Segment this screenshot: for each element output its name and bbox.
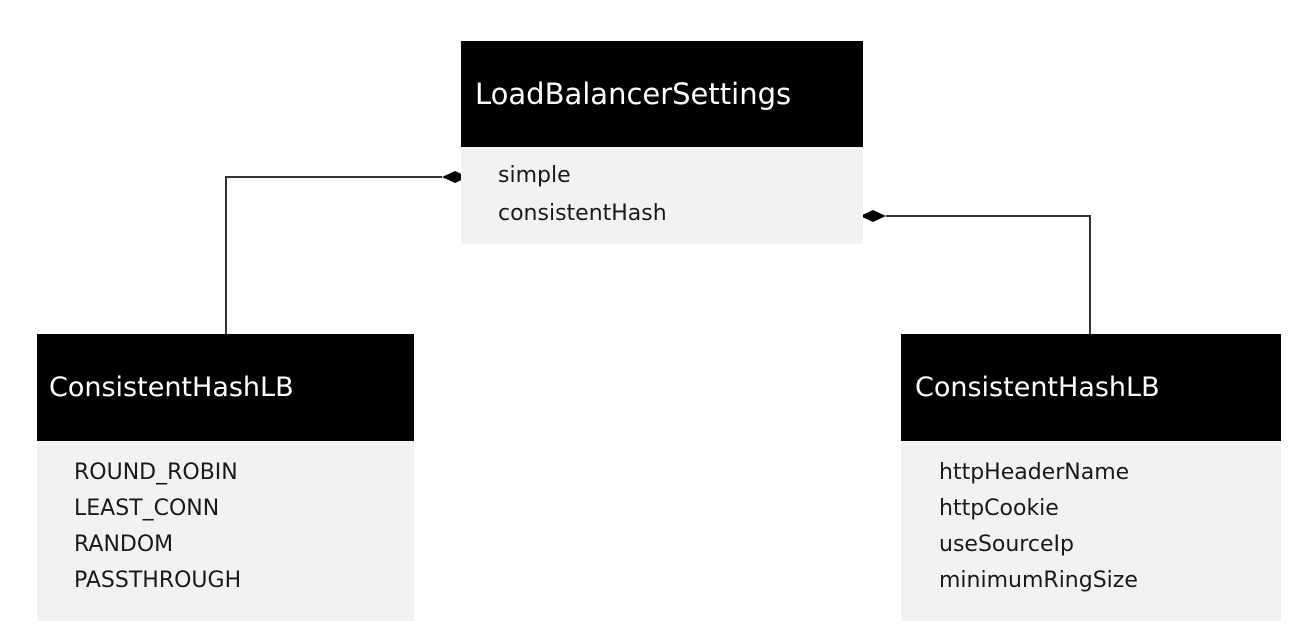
member-consistent-hash: consistentHash — [498, 201, 667, 226]
member-use-source-ip: useSourceIp — [939, 532, 1074, 557]
composition-simple-connector — [225, 171, 468, 334]
member-http-cookie: httpCookie — [939, 496, 1059, 521]
class-consistent-hash-lb-right: ConsistentHashLB httpHeaderName httpCook… — [901, 334, 1281, 621]
composition-diamond-icon — [860, 210, 886, 222]
member-http-header-name: httpHeaderName — [939, 460, 1130, 485]
member-random: RANDOM — [74, 532, 174, 557]
member-minimum-ring-size: minimumRingSize — [939, 568, 1138, 593]
member-round-robin: ROUND_ROBIN — [74, 460, 238, 485]
class-consistent-hash-lb-left: ConsistentHashLB ROUND_ROBIN LEAST_CONN … — [37, 334, 414, 621]
member-simple: simple — [498, 163, 571, 188]
member-least-conn: LEAST_CONN — [74, 496, 220, 521]
composition-consistenthash-connector — [860, 210, 1091, 334]
class-members: httpHeaderName httpCookie useSourceIp mi… — [901, 441, 1281, 621]
class-members: simple consistentHash — [461, 147, 863, 244]
class-name: ConsistentHashLB — [901, 334, 1281, 441]
class-name: ConsistentHashLB — [37, 334, 414, 441]
class-name: LoadBalancerSettings — [461, 41, 863, 147]
class-load-balancer-settings: LoadBalancerSettings simple consistentHa… — [461, 41, 863, 244]
member-passthrough: PASSTHROUGH — [74, 568, 242, 593]
class-members: ROUND_ROBIN LEAST_CONN RANDOM PASSTHROUG… — [37, 441, 414, 621]
